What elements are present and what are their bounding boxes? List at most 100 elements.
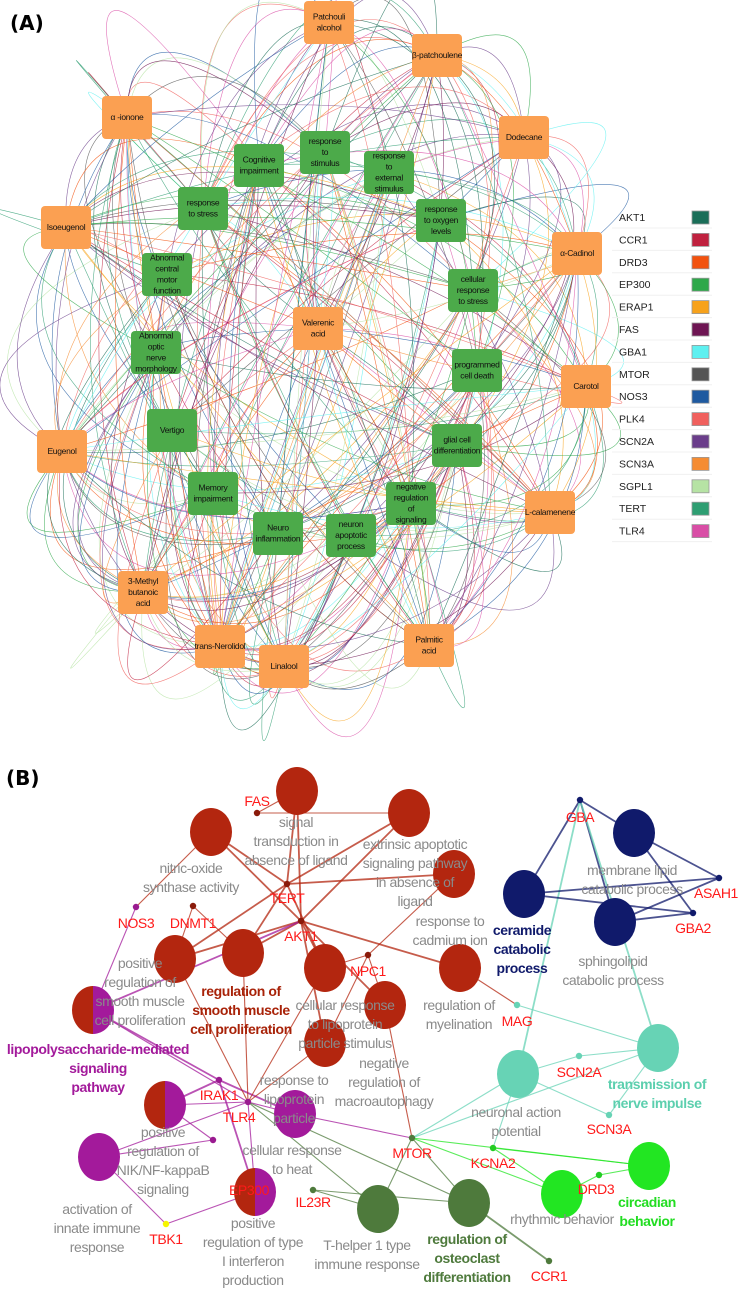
- gene-node-gba[interactable]: [576, 796, 584, 804]
- term-node-cadmium[interactable]: [433, 850, 475, 898]
- compound-node-label: acid: [422, 646, 437, 656]
- interaction-edge: [212, 21, 330, 494]
- term-node-interferon[interactable]: [234, 1168, 276, 1216]
- compound-node[interactable]: trans-Nerolidol: [195, 625, 246, 668]
- term-label: production: [222, 1272, 283, 1288]
- term-node-transmission[interactable]: [637, 1024, 679, 1072]
- compound-node[interactable]: α-Cadinol: [552, 232, 602, 275]
- gene-node-gba2[interactable]: [689, 909, 697, 917]
- term-node-nik[interactable]: [144, 1081, 186, 1129]
- term-node-posSmooth[interactable]: [154, 935, 196, 983]
- term-node-ceramide[interactable]: [503, 870, 545, 918]
- term-node-extrinsic[interactable]: [388, 789, 430, 837]
- term-node-circle: [190, 808, 232, 856]
- interaction-edge: [472, 289, 607, 513]
- term-node-rhythmic[interactable]: [541, 1170, 583, 1218]
- term-node-lps[interactable]: [72, 986, 114, 1034]
- term-node-innate[interactable]: [78, 1133, 120, 1181]
- compound-node[interactable]: α -ionone: [102, 96, 152, 139]
- gene-node-ep300[interactable]: [209, 1136, 217, 1144]
- gene-node-akt1[interactable]: [297, 917, 305, 925]
- gene-node-kcna2[interactable]: [489, 1144, 497, 1152]
- gene-node-mag[interactable]: [513, 1001, 521, 1009]
- gene-label: TERT: [270, 890, 306, 906]
- term-node-cellLipo[interactable]: [304, 944, 346, 992]
- term-node-sphingo[interactable]: [594, 898, 636, 946]
- term-label: positive: [118, 955, 163, 971]
- compound-node[interactable]: L-calamenene: [525, 491, 576, 534]
- compound-node[interactable]: β-patchoulene: [412, 34, 463, 77]
- gene-node-npc1[interactable]: [364, 951, 372, 959]
- interaction-edge: [126, 116, 352, 536]
- interaction-edge: [212, 385, 587, 494]
- term-node-label: to stress: [458, 296, 487, 306]
- compound-node-label: Eugenol: [47, 446, 77, 456]
- gene-node-ccr1[interactable]: [545, 1257, 553, 1265]
- gene-node-asah1[interactable]: [715, 874, 723, 882]
- compound-node[interactable]: Linalool: [259, 645, 309, 688]
- term-node-regSmooth[interactable]: [222, 929, 264, 977]
- term-node-negMacro[interactable]: [364, 981, 406, 1029]
- gene-node-scn2a[interactable]: [575, 1052, 583, 1060]
- interaction-edge: [126, 116, 551, 513]
- gene-node-tbk1[interactable]: [162, 1220, 170, 1228]
- gene-node-mtor[interactable]: [408, 1134, 416, 1142]
- term-node-label: Cognitive: [243, 155, 276, 165]
- compound-node-label: acid: [136, 598, 151, 608]
- interaction-edge: [117, 429, 221, 685]
- compound-node[interactable]: Eugenol: [37, 430, 87, 473]
- gene-node-nos3[interactable]: [132, 903, 140, 911]
- term-node-thelper[interactable]: [357, 1185, 399, 1233]
- gene-node-drd3[interactable]: [595, 1171, 603, 1179]
- gene-node-irak1[interactable]: [215, 1076, 223, 1084]
- compound-node[interactable]: Carotol: [561, 365, 611, 408]
- term-node-myelin[interactable]: [439, 944, 481, 992]
- interaction-edge: [324, 119, 578, 254]
- term-node-nitric[interactable]: [190, 808, 232, 856]
- term-node-osteoclast[interactable]: [448, 1179, 490, 1227]
- compound-node[interactable]: Dodecane: [499, 116, 549, 159]
- term-node-respLipo[interactable]: [304, 1019, 346, 1067]
- gene-node-tert[interactable]: [283, 880, 291, 888]
- term-node-membrane[interactable]: [613, 809, 655, 857]
- term-node-signal[interactable]: [276, 767, 318, 815]
- gene-node-il23r[interactable]: [309, 1186, 317, 1194]
- term-node[interactable]: Vertigo: [147, 409, 197, 452]
- gene-node-dnmt1[interactable]: [189, 902, 197, 910]
- term-label: immune response: [314, 1256, 420, 1272]
- interaction-edge: [436, 54, 551, 513]
- cluster-label-group: lipopolysaccharide-mediatedsignalingpath…: [7, 1041, 190, 1095]
- term-node-circadian[interactable]: [628, 1142, 670, 1190]
- legend-item-erap1: ERAP1: [612, 300, 712, 319]
- cluster-label: process: [497, 960, 549, 976]
- compound-node-box: [552, 232, 602, 275]
- term-node-neuronal[interactable]: [497, 1050, 539, 1098]
- gene-node-scn3a[interactable]: [605, 1111, 613, 1119]
- gene-node-fas[interactable]: [253, 809, 261, 817]
- compound-node[interactable]: Isoeugenol: [41, 206, 91, 249]
- interaction-edge: [283, 219, 442, 667]
- term-node-heat[interactable]: [274, 1090, 316, 1138]
- interaction-edge: [171, 136, 525, 431]
- interaction-edge: [283, 136, 525, 667]
- gene-node-tlr4[interactable]: [244, 1098, 252, 1106]
